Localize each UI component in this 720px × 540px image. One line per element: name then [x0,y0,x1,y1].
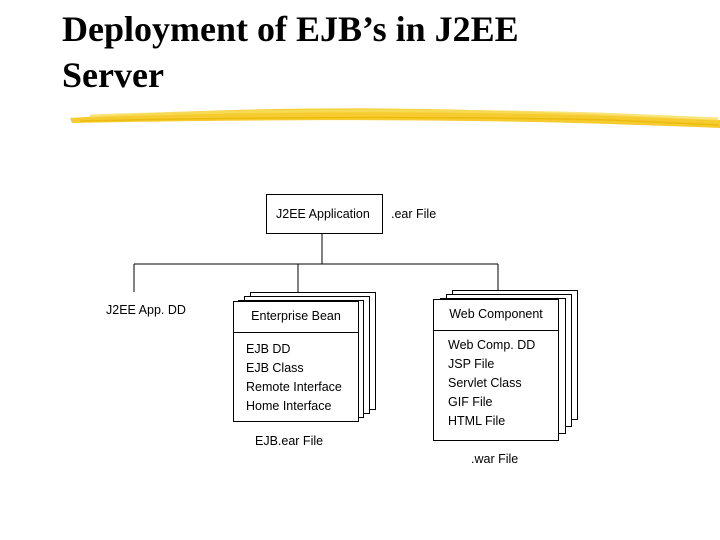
slide-title-line-1: Deployment of EJB’s in J2EE [62,9,519,49]
war-file-label: .war File [471,452,519,466]
enterprise-bean-header-label: Enterprise Bean [251,309,341,323]
list-item: HTML File [448,414,506,428]
list-item: Web Comp. DD [448,338,536,352]
ear-file-label: .ear File [391,207,437,221]
ejb-items-list: EJB DD EJB Class Remote Interface Home I… [246,340,342,416]
web-component-card: Web Component Web Comp. DD JSP File Serv… [433,299,559,441]
j2ee-application-box: J2EE Application [266,194,383,234]
web-component-header-label: Web Component [449,307,543,321]
list-item: GIF File [448,395,493,409]
ejb-ear-file-label: EJB.ear File [255,434,324,448]
list-item: EJB DD [246,342,291,356]
enterprise-bean-header: Enterprise Bean [234,302,358,333]
list-item: Remote Interface [246,380,342,394]
list-item: Home Interface [246,399,332,413]
slide-title-line-2: Server [62,55,164,95]
j2ee-application-label: J2EE Application [276,207,370,221]
slide-title: Deployment of EJB’s in J2EE Server [62,6,702,98]
enterprise-bean-card: Enterprise Bean EJB DD EJB Class Remote … [233,301,359,422]
j2ee-app-dd-label: J2EE App. DD [106,303,186,317]
web-component-header: Web Component [434,300,558,331]
list-item: Servlet Class [448,376,522,390]
web-items-list: Web Comp. DD JSP File Servlet Class GIF … [448,336,535,431]
list-item: EJB Class [246,361,304,375]
highlighter-underline [70,108,720,128]
list-item: JSP File [448,357,495,371]
